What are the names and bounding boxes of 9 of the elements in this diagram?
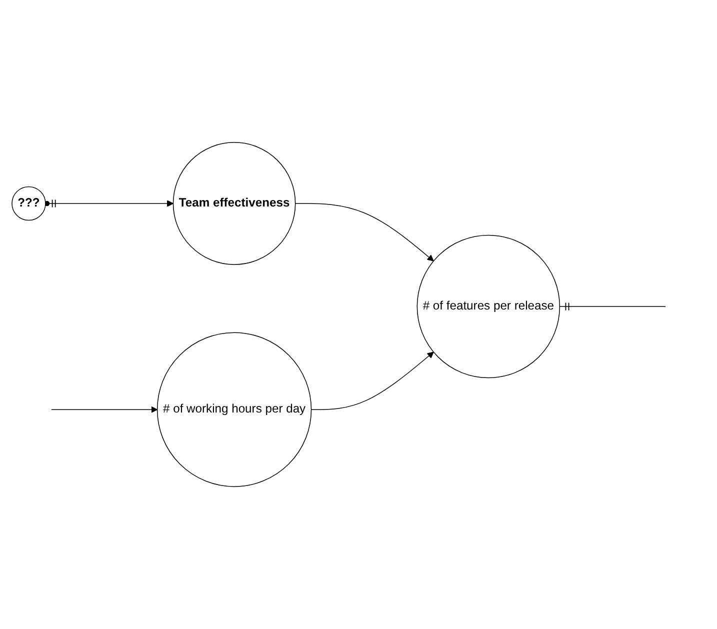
node-circle: Team effectiveness xyxy=(172,142,296,265)
node-circle: # of working hours per day xyxy=(156,332,312,487)
arrow xyxy=(310,352,434,410)
node-circle: ??? xyxy=(12,186,46,221)
node-circle: # of features per release xyxy=(416,234,560,378)
arrow xyxy=(294,203,434,262)
arrow xyxy=(51,406,158,413)
arrow xyxy=(44,199,174,208)
connector xyxy=(559,302,666,311)
